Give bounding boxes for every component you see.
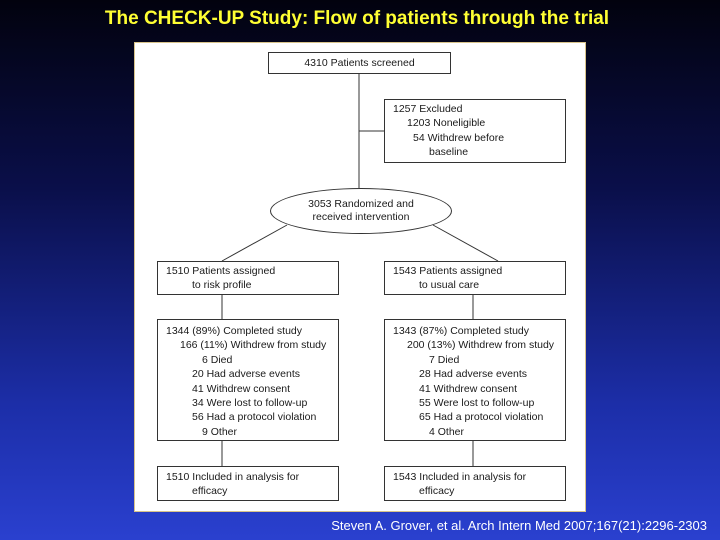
right-reason-died: 7 Died [429,353,460,366]
right-assigned-box: 1543 Patients assigned to usual care [384,261,566,295]
right-completed: 1343 (87%) Completed study [393,325,529,337]
left-assigned-line1: 1510 Patients assigned [166,265,276,277]
left-completed: 1344 (89%) Completed study [166,325,302,337]
left-analysis-box: 1510 Included in analysis for efficacy [157,466,339,501]
right-analysis-line2: efficacy [419,485,455,498]
right-reason-lost: 55 Were lost to follow-up [419,397,535,410]
excluded-withdrew-line1: 54 Withdrew before [413,131,505,144]
line-branch-right [432,224,499,262]
left-reason-lost: 34 Were lost to follow-up [192,397,308,410]
slide-title: The CHECK-UP Study: Flow of patients thr… [104,8,610,29]
screened-text: 4310 Patients screened [304,57,415,69]
screened-box: 4310 Patients screened [268,52,451,74]
left-assigned-line2: to risk profile [192,279,252,292]
left-assigned-box: 1510 Patients assigned to risk profile [157,261,339,295]
right-completed-box: 1343 (87%) Completed study 200 (13%) Wit… [384,319,566,441]
left-reason-consent: 41 Withdrew consent [192,382,291,395]
left-reason-other: 9 Other [202,425,238,438]
right-withdrew: 200 (13%) Withdrew from study [407,339,555,352]
right-analysis-box: 1543 Included in analysis for efficacy [384,466,566,501]
citation: Steven A. Grover, et al. Arch Intern Med… [331,518,707,533]
right-reason-consent: 41 Withdrew consent [419,382,518,395]
left-withdrew: 166 (11%) Withdrew from study [180,339,327,352]
flow-diagram: 4310 Patients screened 1257 Excluded 120… [134,42,586,512]
left-reason-died: 6 Died [202,353,233,366]
left-reason-adverse: 20 Had adverse events [192,368,300,381]
excluded-box: 1257 Excluded 1203 Noneligible 54 Withdr… [384,99,566,163]
right-analysis-line1: 1543 Included in analysis for [393,471,527,483]
randomized-line1: 3053 Randomized and [308,198,414,210]
right-assigned-line1: 1543 Patients assigned [393,265,503,277]
right-reason-other: 4 Other [429,425,465,438]
randomized-line2: received intervention [312,211,410,223]
right-assigned-line2: to usual care [419,279,480,292]
left-analysis-line2: efficacy [192,485,228,498]
line-branch-left [221,224,288,262]
left-reason-protocol: 56 Had a protocol violation [192,411,317,424]
excluded-total: 1257 Excluded [393,103,463,115]
excluded-withdrew-line2: baseline [429,146,469,159]
left-analysis-line1: 1510 Included in analysis for [166,471,300,483]
right-reason-protocol: 65 Had a protocol violation [419,411,544,424]
connector-lines [221,74,499,466]
right-reason-adverse: 28 Had adverse events [419,368,527,381]
left-completed-box: 1344 (89%) Completed study 166 (11%) Wit… [157,319,339,441]
excluded-noneligible: 1203 Noneligible [407,117,486,130]
randomized-ellipse: 3053 Randomized and received interventio… [270,188,452,234]
